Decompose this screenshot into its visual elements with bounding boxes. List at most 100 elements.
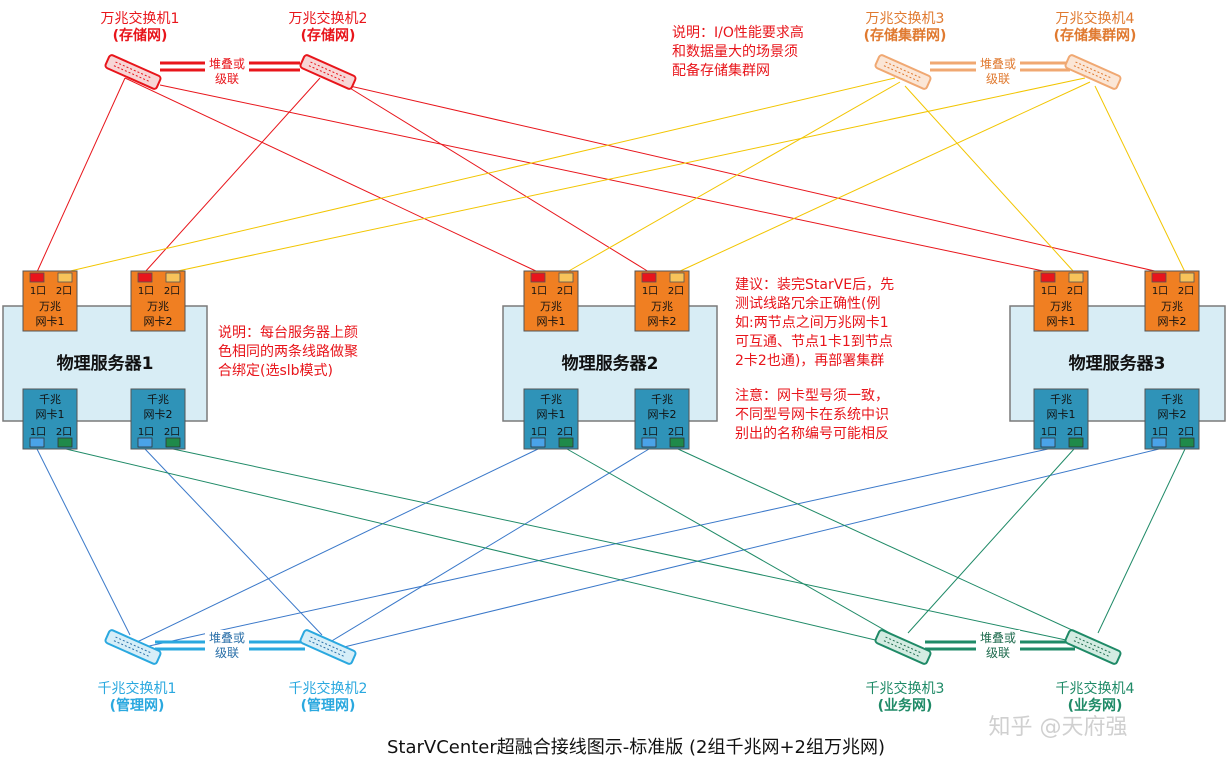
note-left: 说明：每台服务器上颜 色相同的两条线路做聚 合绑定(选slb模式): [218, 325, 358, 379]
port-label: 1口: [138, 427, 154, 438]
note-right-line4: 可互通、节点1卡1到节点: [735, 334, 893, 350]
note-top-line2: 和数据量大的场景须: [672, 44, 798, 60]
note-right-warning: 注意：网卡型号须一致， 不同型号网卡在系统中识 别出的名称编号可能相反: [735, 387, 889, 442]
nic-label-line2: 网卡1: [36, 408, 65, 421]
server-2-nic10g-1: 1口 2口 万兆 网卡1: [523, 270, 579, 332]
stack-label-line1: 堆叠或: [980, 57, 1016, 71]
server-2-nic10g-2: 1口 2口 万兆 网卡2: [634, 270, 690, 332]
server-3-nic1g-1: 千兆 网卡1 1口 2口: [1033, 388, 1089, 450]
link-red: [339, 81, 650, 273]
switch-bottom-2-icon: [299, 629, 357, 665]
link-gold: [904, 85, 1075, 273]
link-gold: [65, 77, 896, 273]
note-top: 说明：I/O性能要求高 和数据量大的场景须 配备存储集群网: [672, 24, 804, 79]
link-red: [159, 84, 1049, 273]
port-label: 1口: [1041, 286, 1057, 297]
port-label: 2口: [557, 427, 573, 438]
link-green: [677, 448, 1086, 637]
note-left-line3: 合绑定(选slb模式): [218, 363, 333, 379]
switch-bottom-4-icon: [1064, 629, 1122, 665]
link-blue: [329, 448, 650, 643]
nic-label-line1: 千兆: [540, 393, 562, 406]
port-label: 1口: [1041, 427, 1057, 438]
port-label: 2口: [164, 286, 180, 297]
link-red: [144, 77, 321, 273]
server-name: 物理服务器1: [57, 353, 154, 374]
nic-label-line1: 万兆: [651, 300, 673, 313]
switch-top-3-net: (存储集群网): [864, 27, 947, 44]
switch-top-3-name: 万兆交换机3: [866, 10, 945, 27]
server-3-nic1g-2: 千兆 网卡2 1口 2口: [1144, 388, 1200, 450]
note-warning-line1: 注意：网卡型号须一致，: [735, 387, 889, 404]
server-3-nic10g-2: 1口 2口 万兆 网卡2: [1144, 270, 1200, 332]
note-right-line3: 如:两节点之间万兆网卡1: [735, 315, 889, 331]
nic-label-line2: 网卡2: [144, 408, 173, 421]
nic-label-line2: 网卡2: [648, 315, 677, 328]
server-name: 物理服务器3: [1069, 353, 1166, 374]
port-label: 1口: [30, 427, 46, 438]
note-left-line1: 说明：每台服务器上颜: [218, 325, 358, 341]
server-name: 物理服务器2: [562, 353, 659, 374]
port-label: 2口: [1067, 286, 1083, 297]
stack-label-line2: 级联: [986, 72, 1010, 86]
port-label: 1口: [531, 286, 547, 297]
nic-label-line2: 网卡1: [36, 315, 65, 328]
stack-link-bottom-left: 堆叠或 级联: [155, 630, 305, 662]
link-blue: [134, 448, 539, 644]
port-label: 1口: [1152, 427, 1168, 438]
link-gold: [677, 81, 1091, 273]
switch-top-1-net: (存储网): [113, 27, 168, 44]
nic-label-line1: 千兆: [1161, 393, 1183, 406]
note-top-line3: 配备存储集群网: [672, 62, 770, 79]
note-warning-line3: 别出的名称编号可能相反: [735, 426, 889, 442]
port-label: 2口: [668, 286, 684, 297]
nic-label-line2: 网卡1: [537, 315, 566, 328]
nic-label-line1: 万兆: [1161, 300, 1183, 313]
port-label: 2口: [668, 427, 684, 438]
switch-bottom-4-name: 千兆交换机4: [1056, 680, 1135, 697]
port-label: 2口: [56, 427, 72, 438]
link-gold: [566, 81, 901, 273]
nic-label-line1: 万兆: [1050, 300, 1072, 313]
switch-bottom-2-name: 千兆交换机2: [289, 680, 368, 697]
note-left-line2: 色相同的两条线路做聚: [218, 343, 358, 360]
nic-label-line1: 千兆: [1050, 393, 1072, 406]
link-green: [172, 448, 1081, 644]
nic-label-line1: 千兆: [39, 393, 61, 406]
switch-top-2-net: (存储网): [301, 27, 356, 44]
link-red: [349, 85, 1160, 273]
port-label: 1口: [642, 286, 658, 297]
link-green: [566, 448, 896, 637]
link-red: [36, 77, 126, 273]
stack-label-line2: 级联: [986, 646, 1010, 660]
switch-bottom-3-icon: [874, 629, 932, 665]
switch-top-4-name: 万兆交换机4: [1056, 10, 1135, 27]
switch-bottom-1-net: (管理网): [110, 697, 165, 714]
switch-top-1-name: 万兆交换机1: [101, 10, 180, 27]
nic-label-line2: 网卡2: [1158, 408, 1187, 421]
switch-bottom-1-name: 千兆交换机1: [98, 680, 177, 697]
nic-label-line1: 万兆: [39, 300, 61, 313]
switch-bottom-1-icon: [104, 629, 162, 665]
port-label: 1口: [531, 427, 547, 438]
switch-top-1-icon: [104, 54, 162, 90]
nic-label-line2: 网卡2: [648, 408, 677, 421]
note-right-line1: 建议：装完StarVE后，先: [735, 277, 894, 293]
switch-top-3-icon: [874, 54, 932, 90]
port-label: 2口: [1178, 427, 1194, 438]
note-top-line1: 说明：I/O性能要求高: [672, 24, 804, 41]
switch-top-2-name: 万兆交换机2: [289, 10, 368, 27]
port-label: 2口: [164, 427, 180, 438]
server-1-nic1g-2: 千兆 网卡2 1口 2口: [130, 388, 186, 450]
switch-top-4-net: (存储集群网): [1054, 27, 1137, 44]
link-green: [907, 448, 1075, 634]
server-2-nic1g-2: 千兆 网卡2 1口 2口: [634, 388, 690, 450]
note-right-suggestion: 建议：装完StarVE后，先 测试线路冗余正确性(例 如:两节点之间万兆网卡1 …: [735, 277, 894, 369]
switch-bottom-3-net: (业务网): [878, 697, 933, 714]
link-green: [1097, 448, 1186, 634]
switch-bottom-3-name: 千兆交换机3: [866, 680, 945, 697]
switch-top-2-icon: [299, 54, 357, 90]
switch-top-4-icon: [1064, 54, 1122, 90]
